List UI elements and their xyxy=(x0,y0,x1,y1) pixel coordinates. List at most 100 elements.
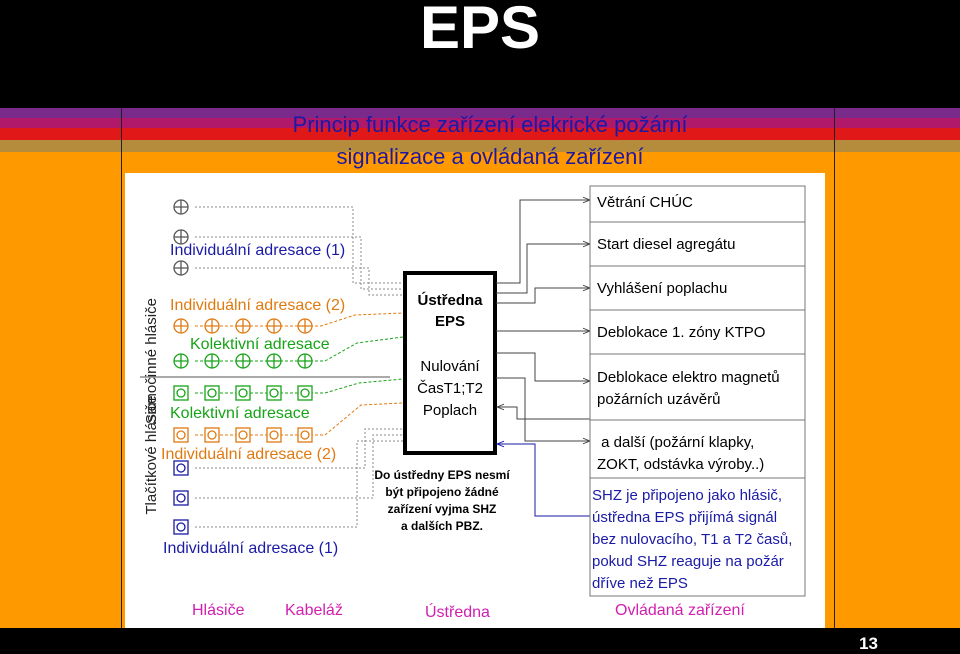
bottom-label-controlled: Ovládaná zařízení xyxy=(615,602,745,619)
subtitle-line-1: Princip funkce zařízení elekrické požárn… xyxy=(292,112,688,137)
output-box-3 xyxy=(589,265,806,311)
square-call-point-icon xyxy=(235,427,251,443)
cable-g1-a xyxy=(195,206,403,284)
square-call-point-icon xyxy=(204,427,220,443)
cable-g6-b xyxy=(195,434,403,499)
output-box-2 xyxy=(589,221,806,267)
connector-3 xyxy=(496,284,592,304)
crossed-circle-icon xyxy=(204,318,220,334)
square-call-point-icon xyxy=(173,427,189,443)
detectors xyxy=(173,199,313,535)
output-boxes xyxy=(589,185,806,597)
bottom-label-central: Ústředna xyxy=(425,602,490,621)
cable-g5 xyxy=(195,402,404,436)
bottom-labels: Hlásiče Kabeláž Ústředna Ovládaná zaříze… xyxy=(192,602,745,621)
page-number: 13 xyxy=(859,634,878,653)
feedback-gray xyxy=(495,403,590,420)
cable-g6-a xyxy=(195,428,403,469)
central-title-2: EPS xyxy=(435,313,465,330)
output-labels: Větrání CHÚC Start diesel agregátu Vyhlá… xyxy=(597,194,780,473)
square-call-point-icon xyxy=(235,385,251,401)
note-line-3: zařízení vyjma SHZ xyxy=(388,502,497,516)
crossed-circle-icon xyxy=(173,318,189,334)
note-line-4: a dalších PBZ. xyxy=(401,519,483,533)
note-line-1: Do ústředny EPS nesmí xyxy=(374,468,510,482)
detector-group-3 xyxy=(173,353,313,369)
bottom-label-cabling: Kabeláž xyxy=(285,602,343,619)
shz-box xyxy=(589,477,806,597)
square-call-point-icon xyxy=(266,385,282,401)
decorative-bands xyxy=(0,108,960,152)
square-call-point-icon xyxy=(204,385,220,401)
output-box-5 xyxy=(589,353,806,421)
cable-g2 xyxy=(195,312,404,327)
feedback-shz xyxy=(495,440,590,517)
output-alarm: Vyhlášení poplachu xyxy=(597,280,727,297)
subtitle-line-2: signalizace a ovládaná zařízení xyxy=(336,144,644,169)
square-call-point-icon xyxy=(297,385,313,401)
detector-group-2 xyxy=(173,318,313,334)
output-ktpo: Deblokace 1. zóny KTPO xyxy=(597,324,765,341)
crossed-circle-icon xyxy=(297,318,313,334)
detector-group-1 xyxy=(173,199,189,276)
note-line-2: být připojeno žádné xyxy=(385,485,499,499)
label-group-6: Individuální adresace (1) xyxy=(163,540,338,557)
cable-g1-b xyxy=(195,236,403,290)
square-call-point-icon xyxy=(173,519,189,535)
detector-group-6 xyxy=(173,460,189,535)
cable-g4 xyxy=(195,378,404,394)
crossed-circle-icon xyxy=(173,199,189,215)
crossed-circle-icon xyxy=(266,353,282,369)
slide-title: EPS xyxy=(419,0,541,61)
side-label-manual-call-points: Tlačítkové hlásiče xyxy=(143,395,160,514)
square-call-point-icon xyxy=(173,490,189,506)
output-diesel: Start diesel agregátu xyxy=(597,236,735,253)
square-call-point-icon xyxy=(266,427,282,443)
left-divider xyxy=(121,108,122,628)
shz-line-3: bez nulovacího, T1 a T2 časů, xyxy=(592,531,792,548)
crossed-circle-icon xyxy=(235,353,251,369)
cable-g6-c xyxy=(195,440,403,528)
central-title-1: Ústředna xyxy=(417,291,483,309)
shz-line-4: pokud SHZ reaguje na požár xyxy=(592,553,784,570)
connector-1 xyxy=(496,196,592,284)
square-call-point-icon xyxy=(297,427,313,443)
central-note: Do ústředny EPS nesmí být připojeno žádn… xyxy=(374,468,510,533)
detector-group-4 xyxy=(173,385,313,401)
crossed-circle-icon xyxy=(173,229,189,245)
output-magnets-1: Deblokace elektro magnetů xyxy=(597,369,780,386)
crossed-circle-icon xyxy=(235,318,251,334)
label-group-1: Individuální adresace (1) xyxy=(170,242,345,259)
central-alarm: Poplach xyxy=(423,402,477,419)
eps-diagram: Samočinné hlásiče Tlačítkové hlásiče xyxy=(140,185,806,621)
central-unit-box xyxy=(403,271,497,455)
connector-2 xyxy=(496,240,592,294)
label-group-4: Kolektivní adresace xyxy=(170,405,310,422)
bottom-label-detectors: Hlásiče xyxy=(192,602,245,619)
output-other-2: ZOKT, odstávka výroby..) xyxy=(597,456,764,473)
shz-line-5: dříve než EPS xyxy=(592,575,688,592)
square-call-point-icon xyxy=(173,385,189,401)
crossed-circle-icon xyxy=(204,353,220,369)
detector-group-5 xyxy=(173,427,313,443)
right-divider xyxy=(834,108,835,628)
square-call-point-icon xyxy=(173,460,189,476)
connector-6 xyxy=(496,377,592,445)
cable-g3 xyxy=(195,336,404,362)
shz-note: SHZ je připojeno jako hlásič, ústředna E… xyxy=(592,487,792,592)
output-box-4 xyxy=(589,309,806,355)
crossed-circle-icon xyxy=(173,353,189,369)
output-magnets-2: požárních uzávěrů xyxy=(597,391,720,408)
output-connectors xyxy=(496,196,592,445)
label-group-5: Individuální adresace (2) xyxy=(161,446,336,463)
shz-line-1: SHZ je připojeno jako hlásič, xyxy=(592,487,782,504)
central-times: ČasT1;T2 xyxy=(417,380,483,397)
cable-g1-c xyxy=(195,267,403,296)
shz-line-2: ústředna EPS přijímá signál xyxy=(592,509,777,526)
label-group-3: Kolektivní adresace xyxy=(190,336,330,353)
cabling-lines xyxy=(195,206,404,528)
crossed-circle-icon xyxy=(173,260,189,276)
label-group-2: Individuální adresace (2) xyxy=(170,297,345,314)
crossed-circle-icon xyxy=(297,353,313,369)
diagram-panel: Samočinné hlásiče Tlačítkové hlásiče xyxy=(125,173,825,628)
